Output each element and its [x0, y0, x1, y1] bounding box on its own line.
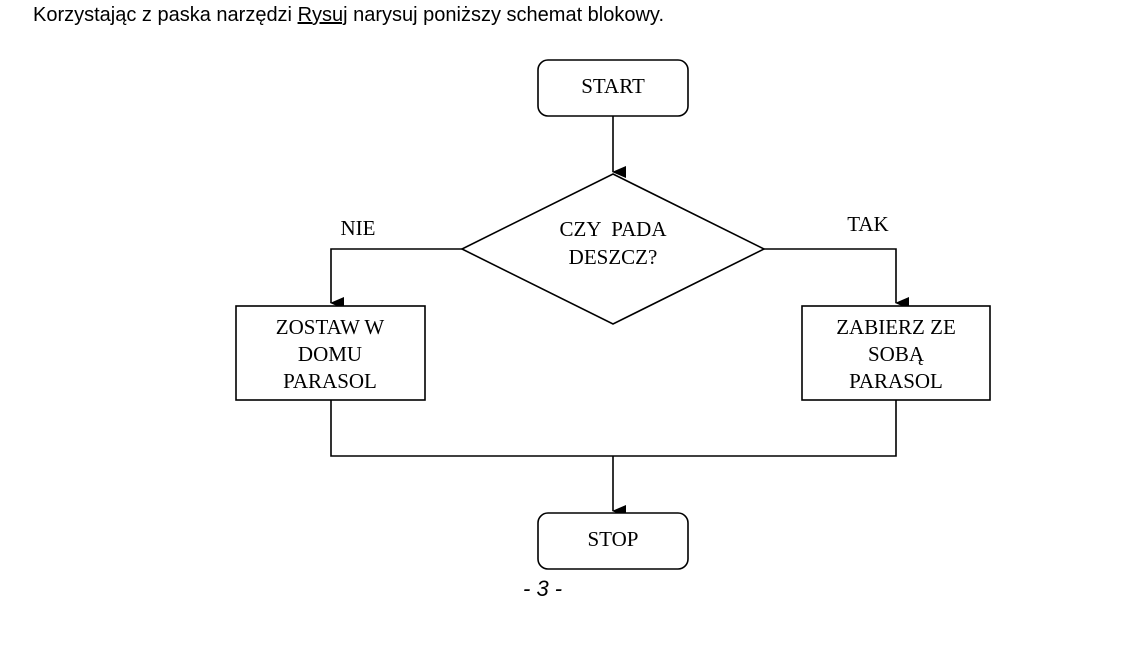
- no-branch-label: NIE: [341, 216, 376, 240]
- stop-terminator: [537, 512, 689, 570]
- decision-label-line2: DESZCZ?: [569, 245, 658, 269]
- no-process-line3: PARASOL: [283, 369, 377, 393]
- no-process-line1: ZOSTAW W: [276, 315, 385, 339]
- merge-line-right: [613, 400, 897, 457]
- instruction-before: Korzystając z paska narzędzi: [33, 4, 298, 26]
- merge-line-left: [330, 400, 613, 457]
- stop-label: STOP: [588, 527, 639, 551]
- arrow-no-branch: [330, 248, 462, 309]
- decision-diamond: [460, 173, 766, 325]
- yes-process-line2: SOBĄ: [868, 342, 925, 366]
- yes-process-line1: ZABIERZ ZE: [836, 315, 956, 339]
- page-number: - 3 -: [523, 576, 563, 601]
- start-label: START: [581, 74, 645, 98]
- arrow-yes-branch: [764, 248, 909, 309]
- no-process-box: [235, 305, 426, 401]
- yes-branch-label: TAK: [847, 212, 888, 236]
- decision-label-line1: CZY PADA: [560, 217, 668, 241]
- instruction-after: narysuj poniższy schemat blokowy.: [347, 4, 665, 26]
- rysuj-toolbar-link: Rysuj: [297, 4, 348, 26]
- no-process-line2: DOMU: [298, 342, 362, 366]
- instruction-text: Korzystając z paska narzędzi Rysuj narys…: [33, 2, 664, 28]
- yes-process-line3: PARASOL: [849, 369, 943, 393]
